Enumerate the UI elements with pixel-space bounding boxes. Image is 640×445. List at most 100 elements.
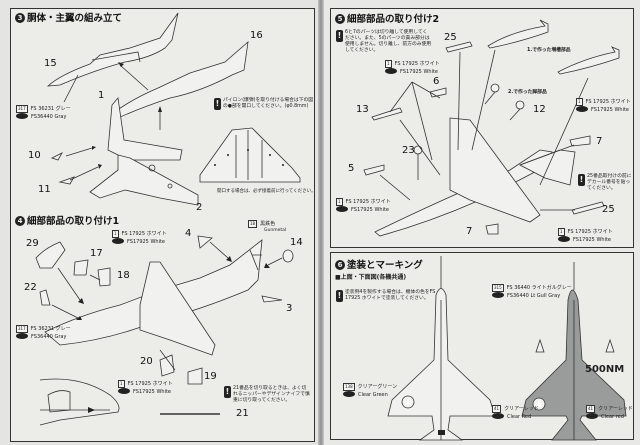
paint-oval-icon xyxy=(492,292,504,298)
part-number-13: 13 xyxy=(356,104,369,115)
part-number-29: 29 xyxy=(26,238,39,249)
fuselage-part-15 xyxy=(46,12,179,87)
paint-oval-icon xyxy=(336,206,348,212)
paint-oval-icon xyxy=(576,106,588,112)
part-3 xyxy=(261,295,283,303)
paint-oval-icon xyxy=(118,388,130,394)
part-14 xyxy=(282,249,294,263)
part-4 xyxy=(197,235,213,249)
wing-lower-part-2 xyxy=(89,154,199,206)
pylon-drilling-diagram xyxy=(199,127,301,183)
wing-upper-part-1 xyxy=(107,97,183,161)
part-21-note: ! 21番品を切り取るときは、よく切れるニッパーやデザインナイフで慎重に切り取っ… xyxy=(224,386,310,403)
part-19 xyxy=(187,367,203,385)
part-22 xyxy=(39,289,51,306)
paint-oval-icon xyxy=(16,113,28,119)
part-number-19: 19 xyxy=(204,371,217,382)
nose-detail xyxy=(39,378,120,426)
drop-tank-1 xyxy=(487,19,549,49)
section-3-number: 3 xyxy=(15,13,25,23)
part-number-25-right: 25 xyxy=(602,204,615,215)
part-number-15: 15 xyxy=(44,58,57,69)
fuselage-part-16 xyxy=(111,40,249,119)
part-17 xyxy=(73,259,89,276)
drop-tank-label: 1.で作った増槽部品 xyxy=(527,48,571,53)
paint-oval-icon xyxy=(586,413,598,419)
paint-oval-icon xyxy=(492,413,504,419)
part-10 xyxy=(50,152,64,161)
warning-icon: ! xyxy=(224,386,231,398)
section-3-illustration xyxy=(46,12,301,206)
aircraft-wing xyxy=(139,261,216,356)
paint-oval-icon xyxy=(558,236,570,242)
part-5 xyxy=(363,164,385,176)
part-number-10: 10 xyxy=(28,150,41,161)
section-6-subtitle: ■上面・下面図(各機共通) xyxy=(335,274,407,281)
part-7-bottom xyxy=(485,223,499,235)
part-number-16: 16 xyxy=(250,30,263,41)
part-18 xyxy=(97,267,111,287)
part-25-right xyxy=(571,201,605,215)
landing-gear-label: 2.で作った脚部品 xyxy=(508,90,547,95)
paint-oval-icon xyxy=(343,391,355,397)
warning-icon: ! xyxy=(336,290,343,302)
pylon-note: ! パイロン(爆弾)を取り付ける場合は下の図の●部を開口してください。(φ0.8… xyxy=(214,98,314,110)
section-4-number: 4 xyxy=(15,216,25,226)
part-number-22: 22 xyxy=(24,282,37,293)
part-number-4: 4 xyxy=(185,228,192,239)
part-7-right xyxy=(569,135,591,147)
part-number-21: 21 xyxy=(236,408,249,419)
aircraft-top-view xyxy=(387,256,496,441)
part-20 xyxy=(159,354,175,377)
part-number-3: 3 xyxy=(286,303,293,314)
section-5-illustration xyxy=(363,19,620,237)
warning-icon: ! xyxy=(336,30,343,42)
part-number-20: 20 xyxy=(140,356,153,367)
part-25-top xyxy=(445,41,473,53)
section-4-illustration xyxy=(35,235,294,426)
section-6-number: 6 xyxy=(335,260,345,270)
part-number-1: 1 xyxy=(98,90,105,101)
part-number-11: 11 xyxy=(38,184,51,195)
drilling-caption: 開口する場合は、必ず接着前に行ってください。 xyxy=(217,189,316,194)
part-number-18: 18 xyxy=(117,270,130,281)
warning-icon: ! xyxy=(214,98,221,110)
warning-icon: ! xyxy=(578,174,585,186)
aircraft-bottom-view xyxy=(521,262,627,441)
decal-note: ! 25番品取付けの前にデカール番号を貼ってください。 xyxy=(578,174,632,191)
page-gutter xyxy=(318,0,324,445)
section-6-note: ! 塗装例4を製作する場合は、機体の色をFS 17925 ホワイトで塗装してくだ… xyxy=(336,290,436,302)
paint-oval-icon xyxy=(112,238,124,244)
section-5-top-note: ! 6と7のパーツは切り離して使用してください。また、5のパーツの貴み部分は使用… xyxy=(336,30,432,53)
section-5-number: 5 xyxy=(335,14,345,24)
part-number-7-bottom: 7 xyxy=(466,226,473,237)
part-number-25-top: 25 xyxy=(444,32,457,43)
part-number-2: 2 xyxy=(196,202,203,213)
paint-oval-icon xyxy=(16,333,28,339)
part-number-23: 23 xyxy=(402,145,415,156)
paint-oval-icon xyxy=(385,68,397,74)
part-11 xyxy=(58,176,75,185)
part-number-12: 12 xyxy=(533,104,546,115)
part-number-14: 14 xyxy=(290,237,303,248)
part-number-17: 17 xyxy=(90,248,103,259)
part-number-6: 6 xyxy=(433,76,440,87)
